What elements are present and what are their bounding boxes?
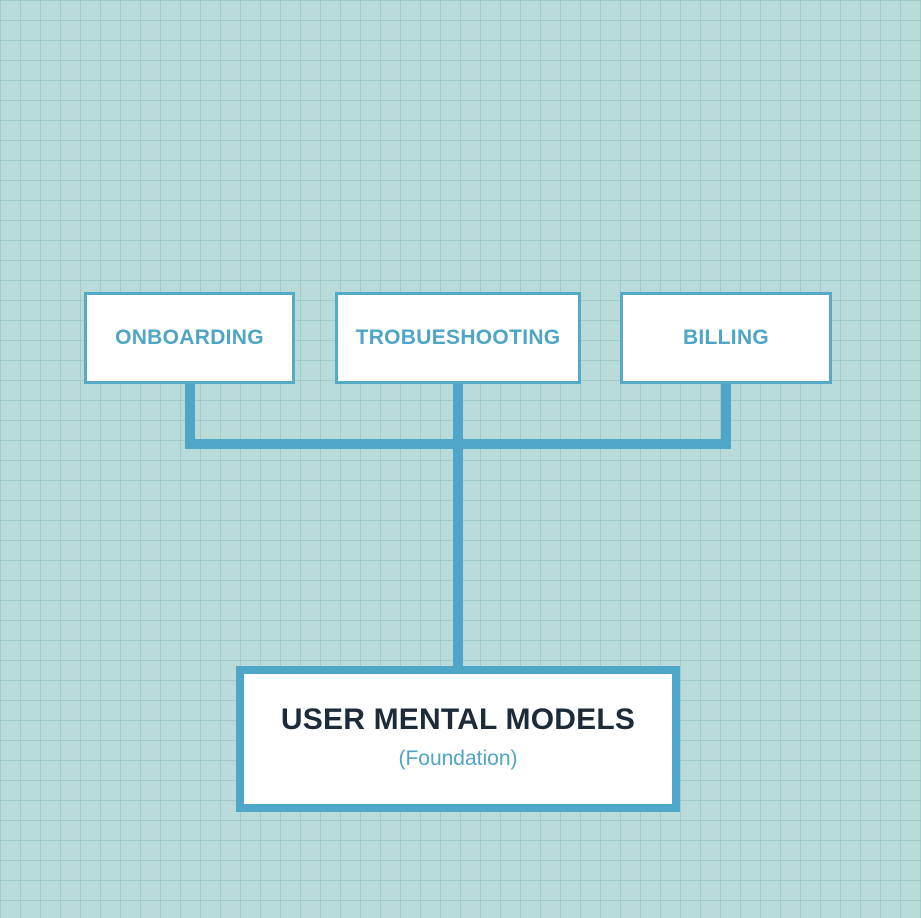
billing-box: BILLING — [620, 292, 832, 384]
troubleshooting-box: TROBUESHOOTING — [335, 292, 581, 384]
foundation-subtitle: (Foundation) — [398, 747, 518, 770]
billing-label: BILLING — [682, 326, 770, 349]
troubleshooting-label: TROBUESHOOTING — [355, 326, 561, 349]
onboarding-label: ONBOARDING — [115, 326, 264, 349]
foundation-title: USER MENTAL MODELS — [280, 703, 636, 736]
onboarding-box: ONBOARDING — [84, 292, 295, 384]
foundation-box: USER MENTAL MODELS (Foundation) — [236, 666, 680, 812]
